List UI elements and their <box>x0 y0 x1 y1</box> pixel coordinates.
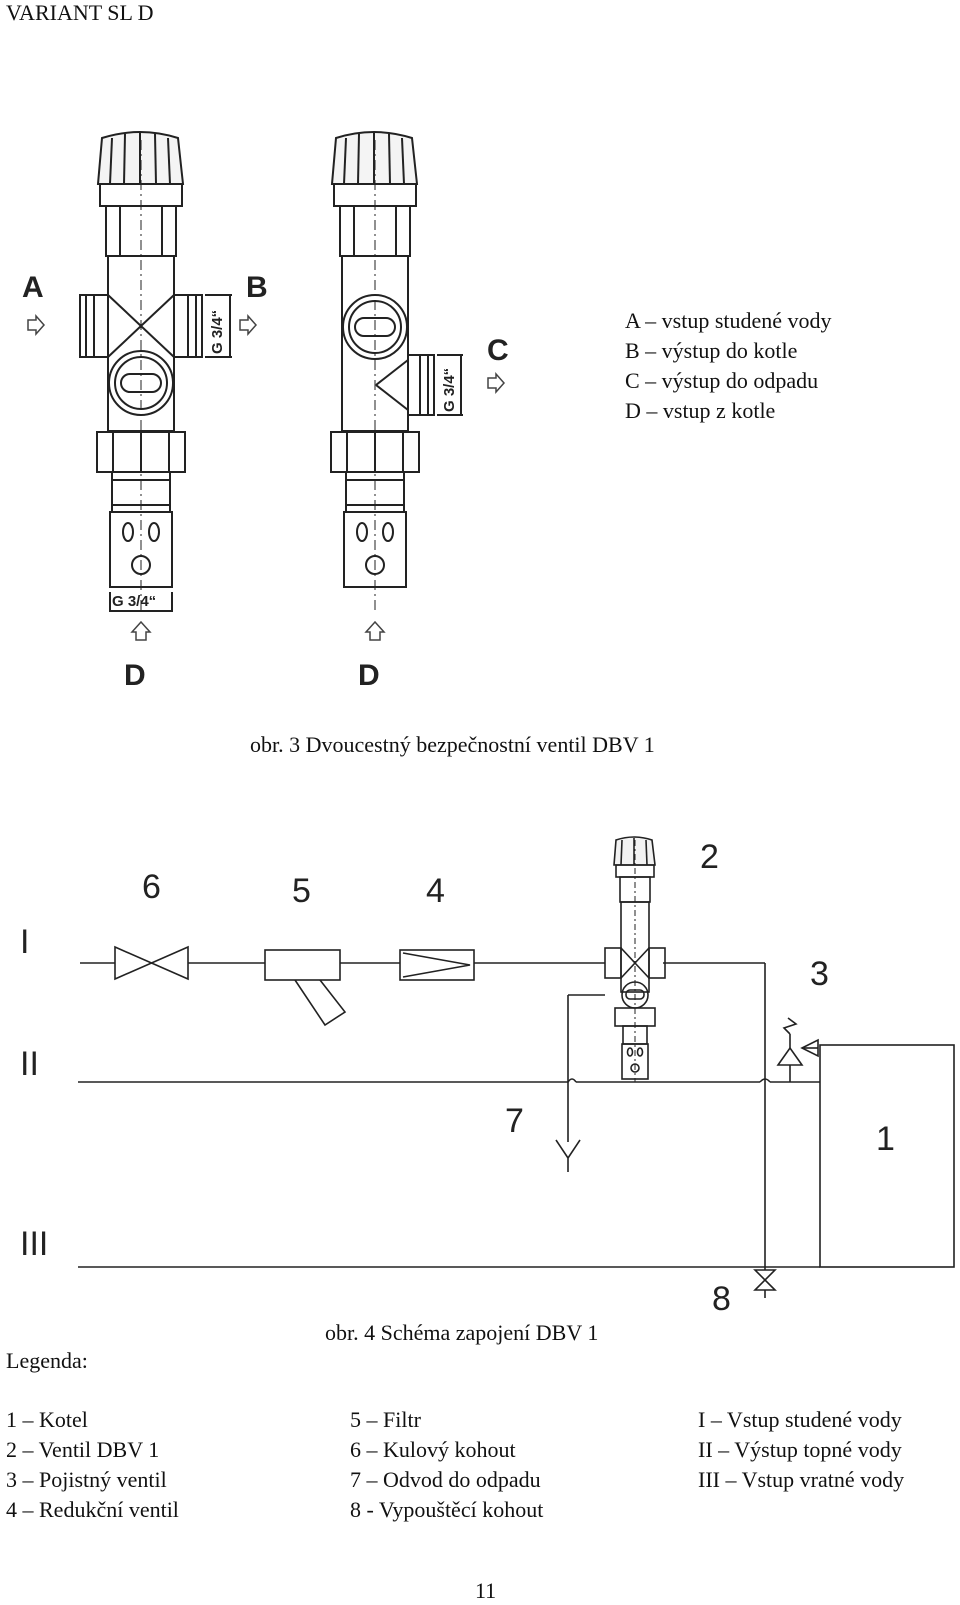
valve-1-drawing <box>79 131 232 612</box>
arrow-d2-icon <box>364 620 386 641</box>
legend-entry: 7 – Odvod do odpadu <box>350 1467 541 1492</box>
legend-item-a: A – vstup studené vody <box>625 308 832 333</box>
number-1: 1 <box>876 1120 895 1158</box>
figure-3-valve-drawing: A B C D D G 3/4“ G 3/4“ G 3/4“ <box>22 131 509 692</box>
arrow-c-icon <box>487 372 506 394</box>
legend-entry: 1 – Kotel <box>6 1407 88 1432</box>
figure-4-caption: obr. 4 Schéma zapojení DBV 1 <box>325 1320 599 1345</box>
filter-5-icon <box>264 949 341 981</box>
page-header: VARIANT SL D <box>6 0 154 25</box>
line-label-ii: II <box>20 1045 39 1083</box>
legend-entry: 3 – Pojistný ventil <box>6 1467 167 1492</box>
valve-2-drawing <box>330 131 463 588</box>
number-4: 4 <box>426 872 445 910</box>
legend-entry: I – Vstup studené vody <box>698 1407 902 1432</box>
arrow-a-icon <box>27 314 46 336</box>
legend-item-c: C – výstup do odpadu <box>625 368 819 393</box>
legend-title: Legenda: <box>6 1348 88 1373</box>
page-number: 11 <box>475 1578 497 1603</box>
legend-column-3: I – Vstup studené vody II – Výstup topné… <box>698 1405 904 1495</box>
figure-4-schematic: I II III 6 5 4 2 3 7 1 8 <box>20 836 955 1318</box>
legend-column-2: 5 – Filtr 6 – Kulový kohout 7 – Odvod do… <box>350 1405 543 1525</box>
safety-valve-3-icon <box>776 1046 804 1066</box>
number-5: 5 <box>292 872 311 910</box>
label-c: C <box>487 334 509 367</box>
label-a: A <box>22 271 44 304</box>
figure-3-caption: obr. 3 Dvoucestný bezpečnostní ventil DB… <box>250 732 655 757</box>
drain-cock-8-icon <box>753 1269 777 1291</box>
label-d-1: D <box>124 659 146 692</box>
legend-entry: 4 – Redukční ventil <box>6 1497 179 1522</box>
boiler-1-icon <box>819 1044 955 1268</box>
legend-entry: III – Vstup vratné vody <box>698 1467 905 1492</box>
legend-item-b: B – výstup do kotle <box>625 338 798 363</box>
legend-entry: II – Výstup topné vody <box>698 1437 902 1462</box>
number-6: 6 <box>142 868 161 906</box>
arrow-b-icon <box>239 314 258 336</box>
number-2: 2 <box>700 838 719 876</box>
arrow-d1-icon <box>130 620 152 641</box>
number-7: 7 <box>505 1102 524 1140</box>
label-d-2: D <box>358 659 380 692</box>
legend-item-d: D – vstup z kotle <box>625 398 776 423</box>
legend-entry: 6 – Kulový kohout <box>350 1437 516 1462</box>
dim-g34-side-c: G 3/4“ <box>441 368 458 412</box>
number-8: 8 <box>712 1280 731 1318</box>
line-label-i: I <box>20 923 29 961</box>
label-b: B <box>246 271 268 304</box>
drain-7-icon <box>555 1139 581 1172</box>
dim-g34-side-b: G 3/4“ <box>209 310 226 354</box>
number-3: 3 <box>810 955 829 993</box>
reducing-valve-4-icon <box>399 949 475 981</box>
legend-entry: 8 - Vypouštěcí kohout <box>350 1497 544 1522</box>
ball-valve-6-icon <box>114 945 189 981</box>
dim-g34-bottom: G 3/4“ <box>112 593 156 610</box>
figure-3-legend: A – vstup studené vody B – výstup do kot… <box>625 306 832 426</box>
line-label-iii: III <box>20 1225 48 1263</box>
legend-column-1: 1 – Kotel 2 – Ventil DBV 1 3 – Pojistný … <box>6 1405 179 1525</box>
legend-entry: 2 – Ventil DBV 1 <box>6 1437 160 1462</box>
legend-entry: 5 – Filtr <box>350 1407 421 1432</box>
